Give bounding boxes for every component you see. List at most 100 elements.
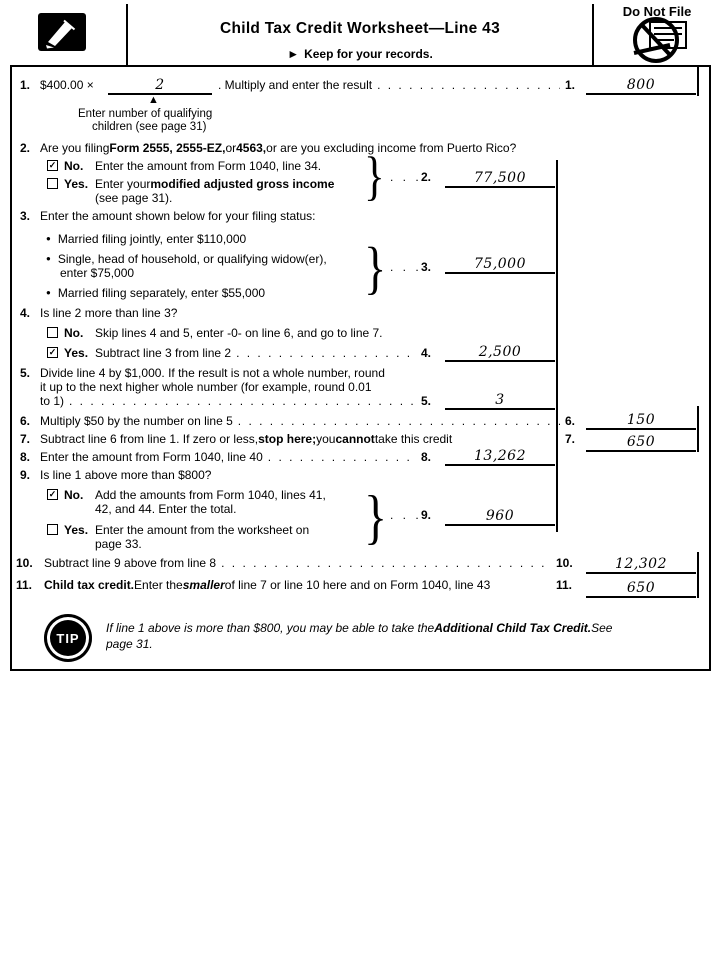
line2-yes-text: Enter your modified adjusted gross incom…	[95, 177, 335, 191]
dot-leader: . . . . . . . . . . . . . . . . . . . . …	[237, 414, 560, 428]
keep-text: Keep for your records.	[304, 47, 433, 61]
do-not-file-icon	[620, 16, 692, 69]
line4-yes-checkbox[interactable]: ✓	[47, 347, 58, 358]
brace-icon: }	[364, 484, 388, 550]
line8-text-label: Enter the amount from Form 1040, line 40	[40, 450, 263, 464]
line9-yes-text-1: Enter the amount from the worksheet on	[95, 523, 310, 537]
header-divider-right	[592, 4, 594, 65]
line2-amount-value: 77,500	[474, 170, 526, 186]
line4-yes-text: Subtract line 3 from line 2 . . . . . . …	[95, 346, 418, 360]
dot-leader: . . . . . . . . . . . . . . . . . . . .	[377, 78, 560, 92]
line6-amount-value: 150	[626, 412, 656, 428]
dot-leader: . . . . . . . . . . . . . . . . . . . . …	[69, 394, 418, 408]
line8-amount-value: 13,262	[474, 448, 526, 464]
line2-no-text: Enter the amount from Form 1040, line 34…	[95, 159, 322, 173]
line1-amount-value: 800	[626, 77, 656, 93]
line7-number: 7.	[20, 432, 31, 446]
pencil-icon	[38, 13, 86, 56]
line11-amount-entry[interactable]: 650	[586, 577, 696, 598]
keep-for-records: ► Keep for your records.	[127, 47, 593, 61]
line7-amount-value: 650	[626, 434, 656, 450]
line7-text: Subtract line 6 from line 1. If zero or …	[40, 432, 453, 446]
line3-amount-entry[interactable]: 75,000	[445, 253, 555, 274]
line5-text-3-label: to 1)	[40, 394, 65, 408]
header-divider-left	[126, 4, 128, 65]
bullet-icon: ●	[46, 234, 51, 243]
line8-amount-entry[interactable]: 13,262	[445, 445, 555, 466]
line1-children-entry[interactable]: 2	[108, 74, 212, 95]
amount-column-rule-right-2	[697, 406, 699, 452]
line9-no-text-1: Add the amounts from Form 1040, lines 41…	[95, 488, 326, 502]
line5-number: 5.	[20, 366, 31, 380]
line5-entry-number: 5.	[421, 394, 432, 408]
bullet-icon: ●	[46, 254, 51, 263]
line4-text: Is line 2 more than line 3?	[40, 306, 178, 320]
line7-amount-entry[interactable]: 650	[586, 431, 696, 452]
line1-entry-number: 1.	[565, 78, 576, 92]
line2-no-checkbox[interactable]: ✓	[47, 160, 58, 171]
line11-amount-value: 650	[626, 580, 656, 596]
dot-leader: . . .	[390, 260, 422, 274]
line5-amount-value: 3	[495, 392, 505, 408]
line4-amount-value: 2,500	[478, 344, 522, 360]
line5-text-3: to 1) . . . . . . . . . . . . . . . . . …	[40, 394, 418, 408]
dot-leader: . . . . . . . . . . . . . . . . . . . .	[236, 346, 418, 360]
line11-number: 11.	[16, 578, 33, 592]
line9-no-checkbox[interactable]: ✓	[47, 489, 58, 500]
line3-bullet-2b: enter $75,000	[60, 266, 135, 280]
line4-amount-entry[interactable]: 2,500	[445, 341, 555, 362]
line9-yes-checkbox[interactable]	[47, 524, 58, 535]
line1-amount-entry[interactable]: 800	[586, 74, 696, 95]
line5-amount-entry[interactable]: 3	[445, 389, 555, 410]
arrow-right-icon: ►	[287, 47, 300, 61]
amount-column-rule-right-1	[697, 67, 699, 96]
line3-number: 3.	[20, 209, 31, 223]
line9-amount-value: 960	[485, 508, 515, 524]
line10-amount-value: 12,302	[615, 556, 667, 572]
line4-no-checkbox[interactable]	[47, 327, 58, 338]
line9-entry-number: 9.	[421, 508, 432, 522]
line4-number: 4.	[20, 306, 31, 320]
line7-entry-number: 7.	[565, 432, 576, 446]
line10-number: 10.	[16, 556, 33, 570]
line1-text-label: . Multiply and enter the result	[218, 78, 373, 92]
line3-entry-number: 3.	[421, 260, 432, 274]
line10-amount-entry[interactable]: 12,302	[586, 553, 696, 574]
line4-no-label: No.	[64, 326, 84, 340]
line2-no-label: No.	[64, 159, 84, 173]
line8-entry-number: 8.	[421, 450, 432, 464]
line2-question: Are you filing Form 2555, 2555-EZ, or 45…	[40, 141, 517, 155]
amount-column-rule-middle	[556, 160, 558, 532]
line3-bullet-1-text: Married filing jointly, enter $110,000	[57, 232, 247, 246]
line11-entry-number: 11.	[556, 578, 573, 592]
line2-yes-checkbox[interactable]	[47, 178, 58, 189]
tip-text-1: If line 1 above is more than $800, you m…	[106, 621, 613, 635]
line6-text-label: Multiply $50 by the number on line 5	[40, 414, 233, 428]
line6-amount-entry[interactable]: 150	[586, 409, 696, 430]
line3-bullet-2-text: Single, head of household, or qualifying…	[57, 252, 327, 266]
line1-caption-2: children (see page 31)	[92, 121, 207, 133]
line8-text: Enter the amount from Form 1040, line 40…	[40, 450, 418, 464]
dot-leader: . . .	[390, 508, 422, 522]
line2-yes-label: Yes.	[64, 177, 89, 191]
bullet-icon: ●	[46, 288, 51, 297]
line2-amount-entry[interactable]: 77,500	[445, 167, 555, 188]
line4-yes-label: Yes.	[64, 346, 89, 360]
dot-leader: . . . . . . . . . . . . . . . . . . . . …	[221, 556, 552, 570]
line3-bullet-3-text: Married filing separately, enter $55,000	[57, 286, 266, 300]
line9-no-label: No.	[64, 488, 84, 502]
line2-yes-text2: (see page 31).	[95, 191, 173, 205]
line9-yes-text-2: page 33.	[95, 537, 142, 551]
line6-entry-number: 6.	[565, 414, 576, 428]
brace-icon: }	[364, 146, 385, 206]
brace-icon: }	[364, 235, 387, 300]
line6-number: 6.	[20, 414, 31, 428]
line9-yes-label: Yes.	[64, 523, 89, 537]
line2-entry-number: 2.	[421, 170, 432, 184]
line9-amount-entry[interactable]: 960	[445, 505, 555, 526]
line10-text-label: Subtract line 9 above from line 8	[44, 556, 217, 570]
line11-text: Child tax credit. Enter the smaller of l…	[44, 578, 491, 592]
line10-text: Subtract line 9 above from line 8 . . . …	[44, 556, 552, 570]
line1-prefix: $400.00 ×	[40, 78, 94, 92]
